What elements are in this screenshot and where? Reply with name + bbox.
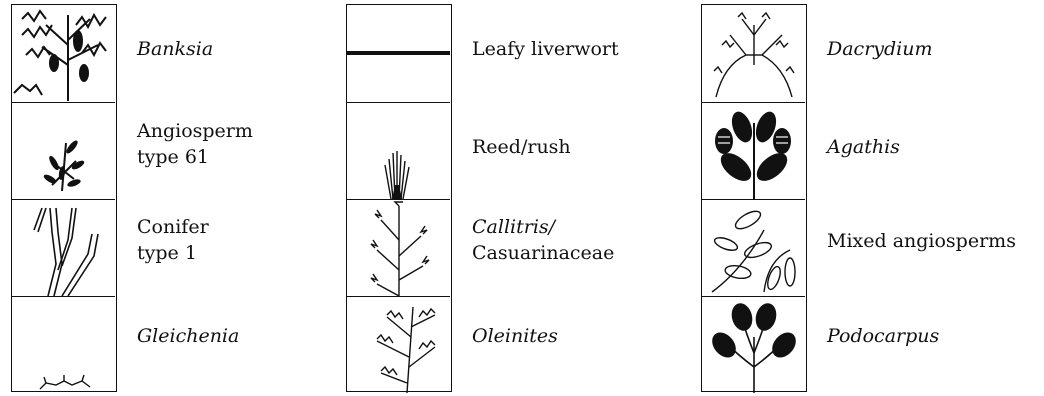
reed-rush-symbol-icon (347, 102, 450, 200)
banksia-symbol-icon (12, 5, 115, 102)
legend-label-leafy-liverwort: Leafy liverwort (472, 36, 619, 62)
legend-label-reed-rush: Reed/rush (472, 134, 571, 160)
podocarpus-symbol-icon (702, 296, 805, 394)
callitris-casuarinaceae-symbol-icon (347, 199, 450, 297)
legend-label-agathis: Agathis (827, 134, 900, 160)
agathis-symbol-icon (702, 102, 805, 200)
legend-label-conifer-type-1: Conifer type 1 (137, 214, 209, 266)
legend-label-gleichenia: Gleichenia (137, 323, 239, 349)
legend-label-podocarpus: Podocarpus (827, 323, 939, 349)
gleichenia-symbol-icon (12, 296, 115, 394)
legend-label-dacrydium: Dacrydium (827, 36, 933, 62)
leafy-liverwort-symbol-icon (347, 5, 450, 102)
mixed-angiosperms-symbol-icon (702, 199, 805, 297)
symbol-stack-b (346, 4, 452, 392)
legend-label-banksia: Banksia (137, 36, 213, 62)
conifer-type-1-symbol-icon (12, 199, 115, 297)
legend-label-angiosperm-type-61: Angiosperm type 61 (137, 118, 253, 170)
symbol-stack-c (701, 4, 807, 392)
symbol-stack-a (11, 4, 117, 392)
oleinites-symbol-icon (347, 296, 450, 394)
dacrydium-symbol-icon (702, 5, 805, 102)
legend-label-callitris-casuarinaceae: Callitris/ Casuarinaceae (472, 214, 614, 266)
angiosperm-type-61-symbol-icon (12, 102, 115, 200)
legend-label-mixed-angiosperms: Mixed angiosperms (827, 228, 1016, 254)
legend-label-oleinites: Oleinites (472, 323, 558, 349)
